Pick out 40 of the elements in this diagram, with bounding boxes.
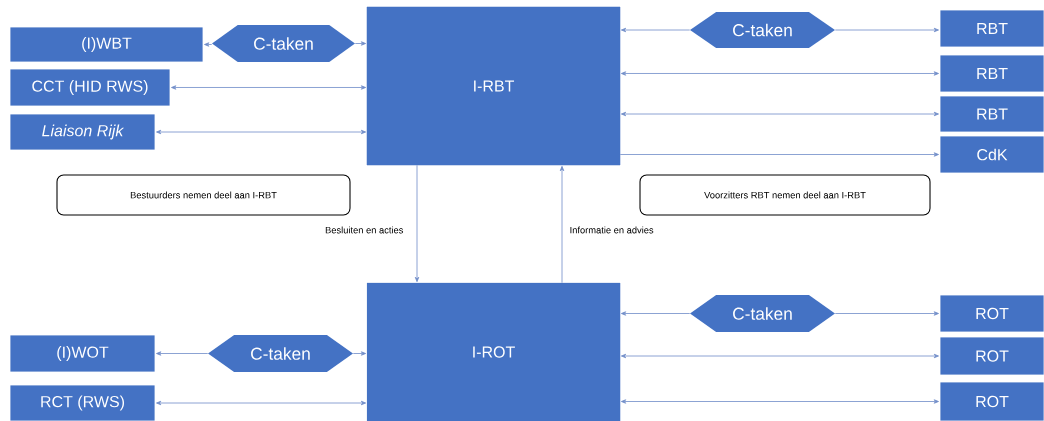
- note-box: Bestuurders nemen deel aan I-RBT: [56, 174, 351, 216]
- task-hexagon: C-taken: [208, 335, 353, 372]
- arrow: [156, 351, 209, 356]
- task-hexagon: C-taken: [212, 25, 355, 62]
- arrow: [352, 351, 367, 356]
- team-box: ROT: [939, 381, 1044, 421]
- team-box: I-ROT: [366, 282, 621, 421]
- arrow: [834, 311, 939, 316]
- arrow: [620, 111, 939, 117]
- team-box: RBT: [939, 54, 1044, 93]
- team-box: RBT: [939, 95, 1044, 133]
- arrow: [620, 353, 939, 359]
- team-box: I-RBT: [366, 6, 621, 166]
- arrow: [620, 399, 939, 404]
- arrow: [620, 71, 939, 76]
- team-box: (I)WBT: [9, 26, 204, 63]
- team-box: (I)WOT: [9, 334, 156, 373]
- task-hexagon: C-taken: [690, 295, 835, 332]
- edge-label: Informatie en advies: [570, 226, 654, 234]
- edge-label: Besluiten en acties: [325, 226, 404, 234]
- team-box: RCT (RWS): [9, 384, 156, 421]
- note-box: Voorzitters RBT nemen deel aan I-RBT: [639, 174, 931, 216]
- team-box: Liaison Rijk: [9, 113, 156, 151]
- team-box: CCT (HID RWS): [9, 68, 171, 107]
- arrow: [156, 400, 367, 406]
- team-box: CdK: [939, 135, 1044, 174]
- arrow: [171, 85, 367, 90]
- team-box: RBT: [939, 9, 1044, 48]
- arrow: [620, 311, 691, 316]
- arrow: [354, 41, 367, 46]
- task-hexagon: C-taken: [690, 12, 835, 48]
- arrow: [156, 129, 367, 135]
- arrow: [204, 42, 213, 47]
- team-box: ROT: [939, 294, 1044, 333]
- arrow: [834, 27, 939, 33]
- team-box: ROT: [939, 336, 1044, 376]
- arrow: [559, 165, 565, 284]
- arrow: [620, 27, 691, 33]
- arrow: [414, 164, 420, 283]
- arrow: [619, 152, 939, 157]
